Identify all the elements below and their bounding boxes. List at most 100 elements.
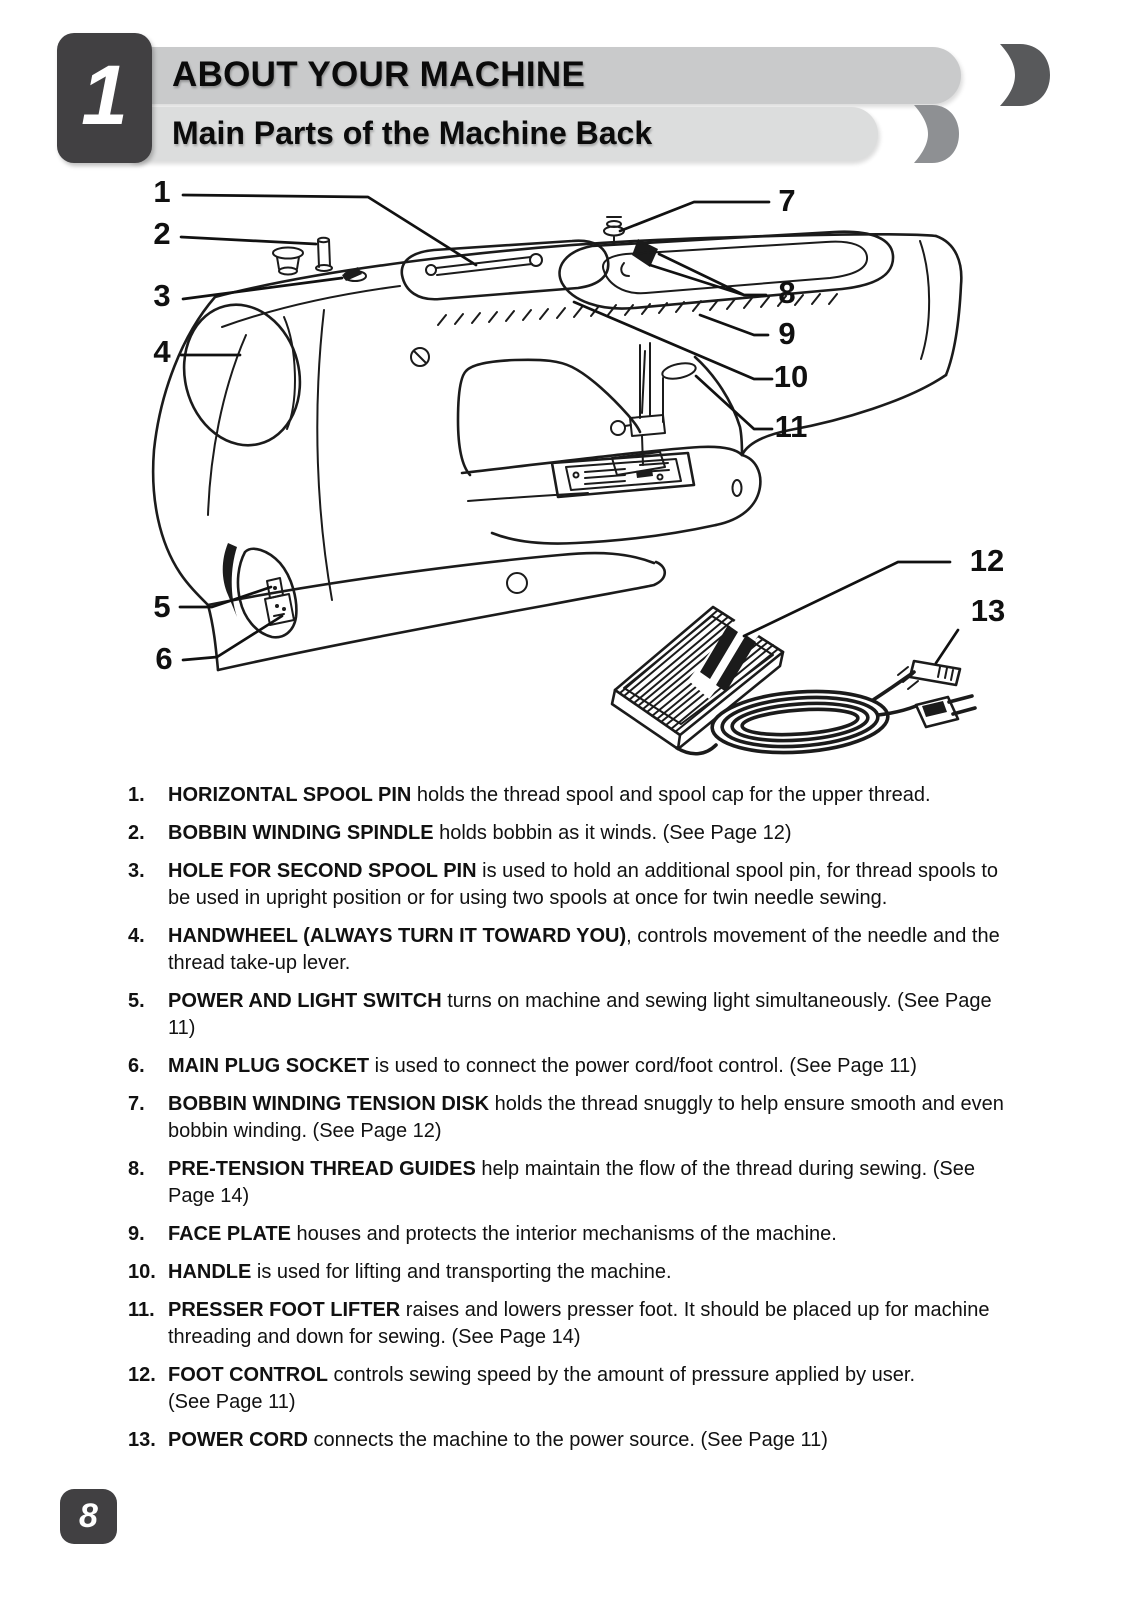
power-switch-area bbox=[222, 543, 298, 639]
handwheel bbox=[182, 303, 302, 447]
part-name: MAIN PLUG SOCKET bbox=[168, 1055, 370, 1077]
parts-list: 1. HORIZONTAL SPOOL PIN holds the thread… bbox=[128, 782, 1012, 1465]
carrying-handle bbox=[437, 230, 895, 326]
callout-number: 6 bbox=[155, 641, 172, 676]
part-description: houses and protects the interior mechani… bbox=[290, 1223, 837, 1245]
part-list-item: 13. POWER CORD connects the machine to t… bbox=[128, 1427, 1012, 1454]
part-name: PRE-TENSION THREAD GUIDES bbox=[168, 1158, 476, 1180]
callout-number: 3 bbox=[153, 278, 170, 313]
part-list-item: 12. FOOT CONTROL controls sewing speed b… bbox=[128, 1362, 1012, 1416]
part-description: raises and lowers presser foot. It shoul… bbox=[168, 1299, 990, 1348]
part-list-item: 7. BOBBIN WINDING TENSION DISK holds the… bbox=[128, 1091, 1012, 1145]
machine-diagram: 1 2 3 4 5 6 7 8 9 10 11 12 13 bbox=[151, 175, 1005, 756]
part-name: HOLE FOR SECOND SPOOL PIN bbox=[168, 860, 477, 882]
part-name: HANDLE bbox=[168, 1261, 252, 1283]
header-accent-dark-icon bbox=[1000, 44, 1050, 106]
part-list-item: 8. PRE-TENSION THREAD GUIDES help mainta… bbox=[128, 1156, 1012, 1210]
part-number: 2. bbox=[128, 822, 145, 844]
part-text: BOBBIN WINDING SPINDLE holds bobbin as i… bbox=[168, 820, 1012, 847]
part-list-item: 4. HANDWHEEL (ALWAYS TURN IT TOWARD YOU)… bbox=[128, 923, 1012, 977]
part-text: HOLE FOR SECOND SPOOL PIN is used to hol… bbox=[168, 858, 1012, 912]
part-number: 13. bbox=[128, 1429, 156, 1451]
part-text: HANDWHEEL (ALWAYS TURN IT TOWARD YOU), c… bbox=[168, 923, 1012, 977]
callout-number: 9 bbox=[778, 316, 795, 351]
part-number: 5. bbox=[128, 990, 145, 1012]
part-name: POWER CORD bbox=[168, 1429, 308, 1451]
part-text: FACE PLATE houses and protects the inter… bbox=[168, 1221, 1012, 1248]
page-title: ABOUT YOUR MACHINE bbox=[172, 55, 586, 94]
callout-number: 8 bbox=[778, 275, 795, 310]
part-description: help maintain the flow of the thread dur… bbox=[168, 1158, 976, 1207]
part-description: holds the thread spool and spool cap for… bbox=[411, 784, 931, 806]
part-number: 11. bbox=[128, 1299, 155, 1321]
part-description: controls sewing speed by the amount of p… bbox=[168, 1364, 915, 1413]
callout-number: 2 bbox=[153, 216, 170, 251]
part-list-item: 9. FACE PLATE houses and protects the in… bbox=[128, 1221, 1012, 1248]
part-name: BOBBIN WINDING SPINDLE bbox=[168, 822, 434, 844]
callout-number: 11 bbox=[775, 409, 808, 444]
part-description: connects the machine to the power source… bbox=[308, 1429, 828, 1451]
needle-area bbox=[550, 342, 697, 499]
power-cord bbox=[675, 659, 977, 756]
part-text: MAIN PLUG SOCKET is used to connect the … bbox=[168, 1053, 1012, 1080]
spool-pins bbox=[272, 216, 658, 301]
part-text: POWER AND LIGHT SWITCH turns on machine … bbox=[168, 988, 1012, 1042]
part-name: POWER AND LIGHT SWITCH bbox=[168, 990, 442, 1012]
callout-number: 7 bbox=[778, 183, 795, 218]
part-name: PRESSER FOOT LIFTER bbox=[168, 1299, 401, 1321]
callout-number: 1 bbox=[153, 175, 170, 209]
part-number: 9. bbox=[128, 1223, 145, 1245]
part-list-item: 6. MAIN PLUG SOCKET is used to connect t… bbox=[128, 1053, 1012, 1080]
part-number: 3. bbox=[128, 860, 145, 882]
part-description: is used to connect the power cord/foot c… bbox=[369, 1055, 917, 1077]
part-list-item: 1. HORIZONTAL SPOOL PIN holds the thread… bbox=[128, 782, 1012, 809]
section-title-bar: Main Parts of the Machine Back bbox=[130, 107, 878, 161]
part-text: POWER CORD connects the machine to the p… bbox=[168, 1427, 1012, 1454]
part-list-item: 11. PRESSER FOOT LIFTER raises and lower… bbox=[128, 1297, 1012, 1351]
part-name: HANDWHEEL (ALWAYS TURN IT TOWARD YOU) bbox=[168, 925, 627, 947]
callout-number: 13 bbox=[971, 593, 1005, 628]
part-number: 6. bbox=[128, 1055, 145, 1077]
part-list-item: 5. POWER AND LIGHT SWITCH turns on machi… bbox=[128, 988, 1012, 1042]
part-number: 8. bbox=[128, 1158, 145, 1180]
part-name: HORIZONTAL SPOOL PIN bbox=[168, 784, 412, 806]
part-description: holds the thread snuggly to help ensure … bbox=[168, 1093, 1004, 1142]
part-list-item: 2. BOBBIN WINDING SPINDLE holds bobbin a… bbox=[128, 820, 1012, 847]
page-subtitle: Main Parts of the Machine Back bbox=[172, 115, 653, 151]
part-name: BOBBIN WINDING TENSION DISK bbox=[168, 1093, 490, 1115]
part-description: is used for lifting and transporting the… bbox=[251, 1261, 672, 1283]
part-description: , controls movement of the needle and th… bbox=[168, 925, 1000, 974]
page-number-box: 8 bbox=[60, 1489, 117, 1544]
part-description: is used to hold an additional spool pin,… bbox=[168, 860, 999, 909]
chapter-title-bar: ABOUT YOUR MACHINE bbox=[130, 47, 961, 104]
part-text: FOOT CONTROL controls sewing speed by th… bbox=[168, 1362, 1012, 1416]
callout-leaders bbox=[178, 193, 960, 665]
page-number: 8 bbox=[79, 1497, 98, 1535]
part-number: 7. bbox=[128, 1093, 145, 1115]
chapter-number: 1 bbox=[81, 48, 128, 142]
callout-number: 4 bbox=[153, 334, 171, 369]
part-name: FOOT CONTROL bbox=[168, 1364, 328, 1386]
sewing-machine-illustration bbox=[151, 216, 977, 756]
callout-number: 12 bbox=[970, 543, 1004, 578]
foot-control bbox=[610, 605, 785, 751]
part-number: 4. bbox=[128, 925, 145, 947]
part-number: 1. bbox=[128, 784, 145, 806]
part-text: PRE-TENSION THREAD GUIDES help maintain … bbox=[168, 1156, 1012, 1210]
chapter-number-box: 1 bbox=[57, 33, 152, 163]
part-text: PRESSER FOOT LIFTER raises and lowers pr… bbox=[168, 1297, 1012, 1351]
machine-body bbox=[151, 233, 963, 672]
part-text: HORIZONTAL SPOOL PIN holds the thread sp… bbox=[168, 782, 1012, 809]
part-name: FACE PLATE bbox=[168, 1223, 291, 1245]
part-number: 12. bbox=[128, 1364, 156, 1386]
part-text: BOBBIN WINDING TENSION DISK holds the th… bbox=[168, 1091, 1012, 1145]
part-list-item: 10. HANDLE is used for lifting and trans… bbox=[128, 1259, 1012, 1286]
part-list-item: 3. HOLE FOR SECOND SPOOL PIN is used to … bbox=[128, 858, 1012, 912]
callout-number: 10 bbox=[774, 359, 808, 394]
part-description: turns on machine and sewing light simult… bbox=[168, 990, 992, 1039]
part-number: 10. bbox=[128, 1261, 156, 1283]
part-text: HANDLE is used for lifting and transport… bbox=[168, 1259, 1012, 1286]
callout-number: 5 bbox=[153, 589, 170, 624]
header-accent-medium-icon bbox=[914, 105, 959, 163]
part-description: holds bobbin as it winds. (See Page 12) bbox=[433, 822, 792, 844]
